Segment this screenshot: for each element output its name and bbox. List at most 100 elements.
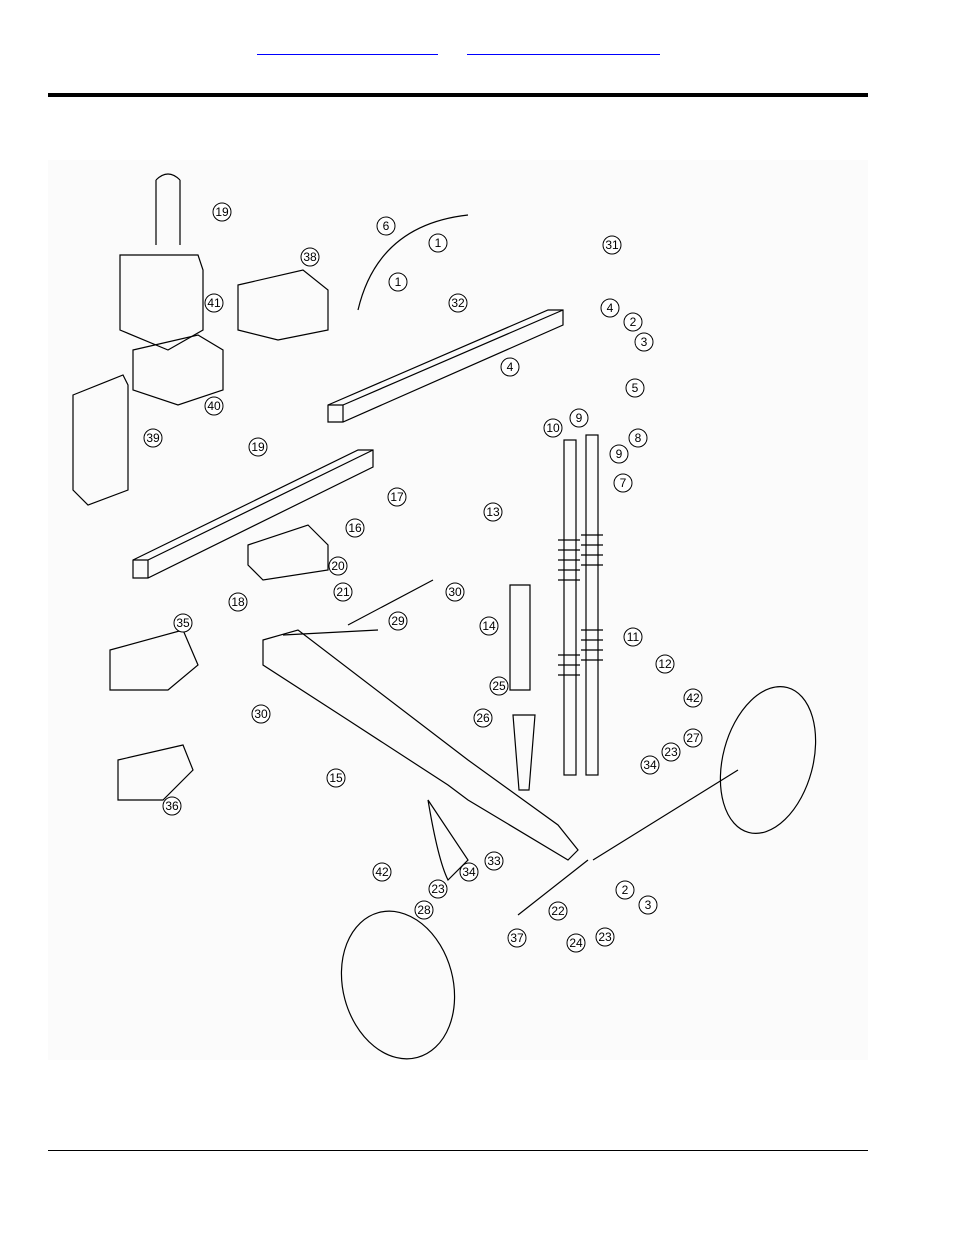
callout-number: 29 <box>391 614 405 628</box>
callout-number: 4 <box>507 360 514 374</box>
callout-number: 39 <box>146 431 160 445</box>
nav-link-right[interactable] <box>467 40 660 55</box>
callout-balloon <box>507 928 527 948</box>
callout-number: 16 <box>348 521 362 535</box>
callout-balloon <box>483 502 503 522</box>
callout-number: 34 <box>643 758 657 772</box>
callout-balloon <box>388 611 408 631</box>
bottom-rule <box>48 1150 868 1151</box>
callout-balloon <box>388 272 408 292</box>
callout-balloon <box>428 233 448 253</box>
callout-balloon <box>489 676 509 696</box>
callout-balloon <box>623 627 643 647</box>
callout-balloon <box>484 851 504 871</box>
callout-number: 25 <box>492 679 506 693</box>
callout-balloon <box>623 312 643 332</box>
callout-balloon <box>548 901 568 921</box>
callout-balloon <box>326 768 346 788</box>
callout-balloon <box>638 895 658 915</box>
callout-balloon <box>459 862 479 882</box>
callout-balloon <box>640 755 660 775</box>
callout-balloon <box>613 473 633 493</box>
parts-linework <box>72 173 817 1060</box>
callout-number: 42 <box>375 865 389 879</box>
callout-number: 1 <box>395 275 402 289</box>
callout-number: 5 <box>632 381 639 395</box>
callout-number: 41 <box>207 296 221 310</box>
callout-balloon <box>328 556 348 576</box>
callout-balloon <box>609 444 629 464</box>
callout-balloon <box>204 396 224 416</box>
callout-balloon <box>333 582 353 602</box>
callout-number: 9 <box>616 447 623 461</box>
callout-number: 22 <box>551 904 565 918</box>
callout-balloon <box>445 582 465 602</box>
callout-number: 11 <box>627 630 640 644</box>
callout-balloon <box>372 862 392 882</box>
callout-number: 23 <box>664 745 678 759</box>
callout-number: 9 <box>576 411 583 425</box>
callout-number: 28 <box>417 903 431 917</box>
callout-number: 34 <box>462 865 476 879</box>
callout-number: 37 <box>510 931 524 945</box>
callout-number: 23 <box>431 882 445 896</box>
callout-number: 10 <box>546 421 560 435</box>
callout-balloon <box>162 796 182 816</box>
callout-balloon <box>251 704 271 724</box>
callout-balloon <box>479 616 499 636</box>
callout-number: 13 <box>486 505 500 519</box>
callout-number: 3 <box>645 898 652 912</box>
callout-balloon <box>634 332 654 352</box>
callout-balloon <box>628 428 648 448</box>
callout-balloon <box>143 428 163 448</box>
callout-number: 4 <box>607 301 614 315</box>
callout-balloon <box>212 202 232 222</box>
callout-number: 19 <box>251 440 265 454</box>
callout-balloon <box>376 216 396 236</box>
callout-number: 31 <box>605 238 619 252</box>
callout-balloon <box>345 518 365 538</box>
callout-number: 42 <box>686 691 700 705</box>
callout-balloon <box>473 708 493 728</box>
callout-balloon <box>300 247 320 267</box>
callout-balloon <box>204 293 224 313</box>
callout-number: 40 <box>207 399 221 413</box>
callout-balloon <box>602 235 622 255</box>
callout-number: 17 <box>390 490 404 504</box>
callout-balloon <box>428 879 448 899</box>
callout-balloon <box>683 728 703 748</box>
callout-balloon <box>595 927 615 947</box>
callout-balloon <box>543 418 563 438</box>
callout-number: 38 <box>303 250 317 264</box>
callout-balloon <box>569 408 589 428</box>
callout-balloon <box>387 487 407 507</box>
callout-balloon <box>615 880 635 900</box>
callout-number: 12 <box>658 657 672 671</box>
callout-number: 30 <box>448 585 462 599</box>
callout-balloon <box>228 592 248 612</box>
callout-number: 15 <box>329 771 343 785</box>
callout-balloon <box>655 654 675 674</box>
callout-number: 23 <box>598 930 612 944</box>
nav-link-left[interactable] <box>257 40 438 55</box>
callout-balloon <box>661 742 681 762</box>
top-rule <box>48 93 868 97</box>
callout-number: 36 <box>165 799 179 813</box>
callout-number: 30 <box>254 707 268 721</box>
callout-balloon <box>625 378 645 398</box>
callout-number: 19 <box>215 205 229 219</box>
callout-number: 3 <box>641 335 648 349</box>
callout-number: 20 <box>331 559 345 573</box>
callout-number: 14 <box>482 619 496 633</box>
callout-number: 2 <box>622 883 629 897</box>
callout-number: 1 <box>435 236 442 250</box>
callout-number: 27 <box>686 731 700 745</box>
callout-balloon <box>500 357 520 377</box>
callout-number: 32 <box>451 296 465 310</box>
callout-balloon <box>248 437 268 457</box>
callout-balloon <box>600 298 620 318</box>
callout-balloon <box>173 613 193 633</box>
